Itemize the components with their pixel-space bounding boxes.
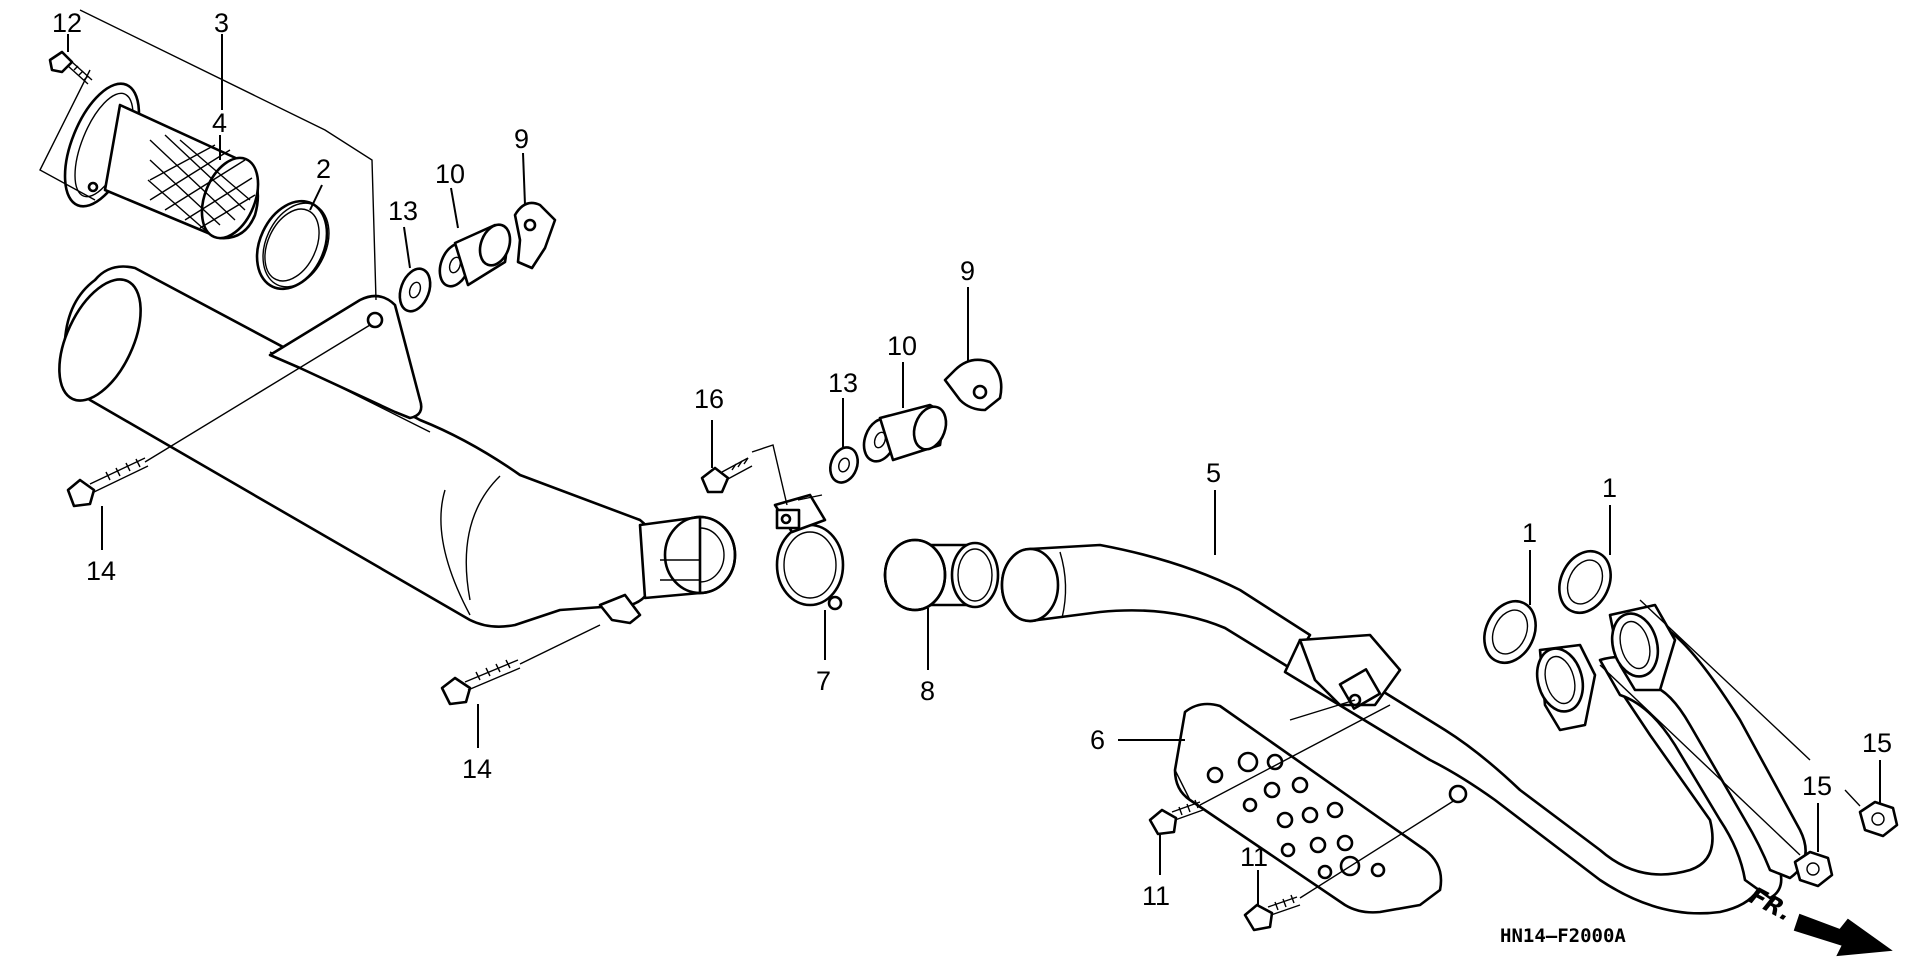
heat-shield-holes <box>1206 751 1386 880</box>
heat-shield <box>1173 702 1443 914</box>
callout-4: 4 <box>212 108 227 138</box>
muffler <box>58 265 737 628</box>
bracket-9-upper <box>513 201 557 270</box>
callout-1-right: 1 <box>1602 473 1617 503</box>
callout-3: 3 <box>214 8 229 38</box>
washer-13-lower <box>829 446 859 484</box>
callout-8: 8 <box>920 676 935 706</box>
callout-10-lower: 10 <box>887 331 917 361</box>
callout-9-upper: 9 <box>514 124 529 154</box>
nut-15-right <box>1858 800 1899 838</box>
exhaust-clamp <box>773 493 845 611</box>
bolt-11-lower <box>1243 894 1301 932</box>
callout-15-right: 15 <box>1862 728 1892 758</box>
callout-1-left: 1 <box>1522 518 1537 548</box>
nut-15-left <box>1793 850 1834 888</box>
callout-14-upper: 14 <box>86 556 116 586</box>
end-cap-gasket <box>255 199 330 291</box>
drawing-code: HN14–F2000A <box>1500 925 1626 947</box>
callout-12: 12 <box>52 8 82 38</box>
callout-2: 2 <box>316 154 331 184</box>
mesh-screen <box>147 134 256 231</box>
callout-15-left: 15 <box>1802 771 1832 801</box>
washer-13-upper <box>398 267 432 313</box>
callout-11-lower: 11 <box>1240 842 1268 872</box>
callout-labels: 12 3 4 2 13 10 9 14 14 16 13 10 9 7 8 5 … <box>52 8 1892 947</box>
callout-11-upper: 11 <box>1142 881 1170 911</box>
callout-14-lower: 14 <box>462 754 492 784</box>
pipe-gasket-1-left <box>1483 599 1537 665</box>
front-direction-arrow <box>1793 913 1893 957</box>
callout-5: 5 <box>1206 458 1221 488</box>
bolt-12 <box>48 50 93 85</box>
callout-9-lower: 9 <box>960 256 975 286</box>
spark-arrester-end-cap <box>63 82 260 240</box>
callout-13-upper: 13 <box>388 196 418 226</box>
bolt-14-lower <box>440 659 521 706</box>
exhaust-header-pipe <box>1000 543 1807 915</box>
rubber-grommet-10-lower <box>862 403 948 463</box>
callout-10-upper: 10 <box>435 159 465 189</box>
leader-lines <box>39 9 1881 905</box>
bolt-14-upper <box>66 457 149 508</box>
bolt-16 <box>700 457 753 494</box>
pipe-gasket-1-right <box>1558 549 1612 615</box>
callout-7: 7 <box>816 666 831 696</box>
muffler-mount-bracket <box>268 294 423 420</box>
exhaust-joint-gasket <box>883 538 1000 612</box>
callout-6: 6 <box>1090 725 1105 755</box>
callout-13-lower: 13 <box>828 368 858 398</box>
bracket-9-lower <box>943 358 1003 412</box>
bolt-11-upper <box>1148 799 1204 836</box>
rubber-grommet-10-upper <box>438 223 512 288</box>
callout-16: 16 <box>694 384 724 414</box>
